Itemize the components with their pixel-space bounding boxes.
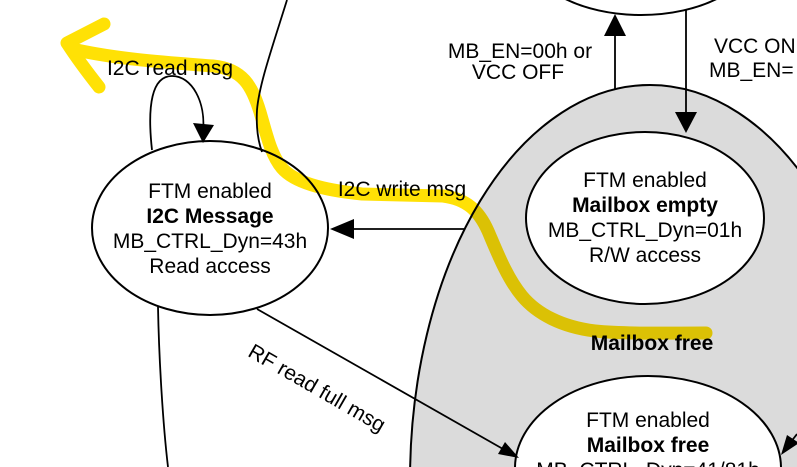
label-i2c-read-msg: I2C read msg bbox=[107, 57, 233, 80]
mailbox-empty-state-outline bbox=[525, 131, 765, 305]
highlighter-trace bbox=[65, 42, 713, 340]
highlighter-arrowhead bbox=[60, 17, 111, 94]
i2c-message-state-outline bbox=[91, 140, 329, 316]
label-rf-read-full-msg: RF read full msg bbox=[244, 340, 389, 437]
i2c-message-state-text: FTM enabled I2C Message MB_CTRL_Dyn=43h … bbox=[113, 180, 307, 278]
label-mb-en-00h: MB_EN=00h or bbox=[448, 40, 592, 63]
i2c-message-line-1: FTM enabled bbox=[148, 180, 272, 203]
mailbox-empty-state-text: FTM enabled Mailbox empty MB_CTRL_Dyn=01… bbox=[548, 169, 742, 267]
transition-i2c-down-curve bbox=[157, 306, 169, 467]
label-mailbox-free-highlighted: Mailbox free bbox=[591, 332, 714, 355]
mailbox-empty-line-3: MB_CTRL_Dyn=01h bbox=[548, 219, 742, 242]
gray-superstate-outline bbox=[409, 84, 797, 467]
mailbox-empty-line-2: Mailbox empty bbox=[572, 194, 718, 217]
self-loop-arrowhead-icon bbox=[193, 123, 214, 143]
mailbox-empty-state-fill bbox=[526, 132, 764, 304]
fill-layer bbox=[92, 0, 797, 467]
transition-rf-read-arrowhead-icon bbox=[498, 442, 519, 458]
mailbox-free-state-fill bbox=[515, 376, 781, 467]
transition-enable-arrowhead-icon bbox=[675, 112, 697, 133]
i2c-message-line-4: Read access bbox=[149, 255, 270, 278]
label-mb-en: MB_EN= bbox=[709, 59, 794, 82]
mailbox-free-line-2: Mailbox free bbox=[587, 434, 710, 457]
transition-rf-read-line bbox=[256, 308, 504, 450]
label-vcc-on: VCC ON bbox=[714, 35, 796, 58]
top-state-fill bbox=[567, 0, 715, 15]
label-vcc-off: VCC OFF bbox=[472, 61, 564, 84]
ink-layer bbox=[91, 0, 797, 467]
top-state-outline bbox=[565, 0, 717, 16]
label-i2c-write-msg: I2C write msg bbox=[338, 178, 466, 201]
transition-top-to-i2c-curve bbox=[255, 0, 288, 153]
mailbox-empty-line-1: FTM enabled bbox=[583, 169, 707, 192]
mailbox-free-state-outline bbox=[514, 375, 782, 467]
mailbox-free-state-text: FTM enabled Mailbox free MB_CTRL_Dyn=41/… bbox=[536, 409, 760, 467]
mailbox-empty-line-4: R/W access bbox=[589, 244, 701, 267]
i2c-message-state-fill bbox=[92, 141, 328, 315]
mailbox-free-line-3: MB_CTRL_Dyn=41/81h bbox=[536, 459, 760, 467]
mailbox-free-line-1: FTM enabled bbox=[586, 409, 710, 432]
transition-i2c-write-arrowhead-icon bbox=[330, 219, 354, 239]
highlighter-path bbox=[60, 17, 713, 340]
transition-right-arrowhead-icon bbox=[781, 435, 797, 455]
self-loop-i2c-read bbox=[149, 75, 205, 151]
transition-disable-arrowhead-icon bbox=[604, 14, 626, 36]
i2c-message-line-2: I2C Message bbox=[146, 205, 273, 228]
i2c-message-line-3: MB_CTRL_Dyn=43h bbox=[113, 230, 307, 253]
